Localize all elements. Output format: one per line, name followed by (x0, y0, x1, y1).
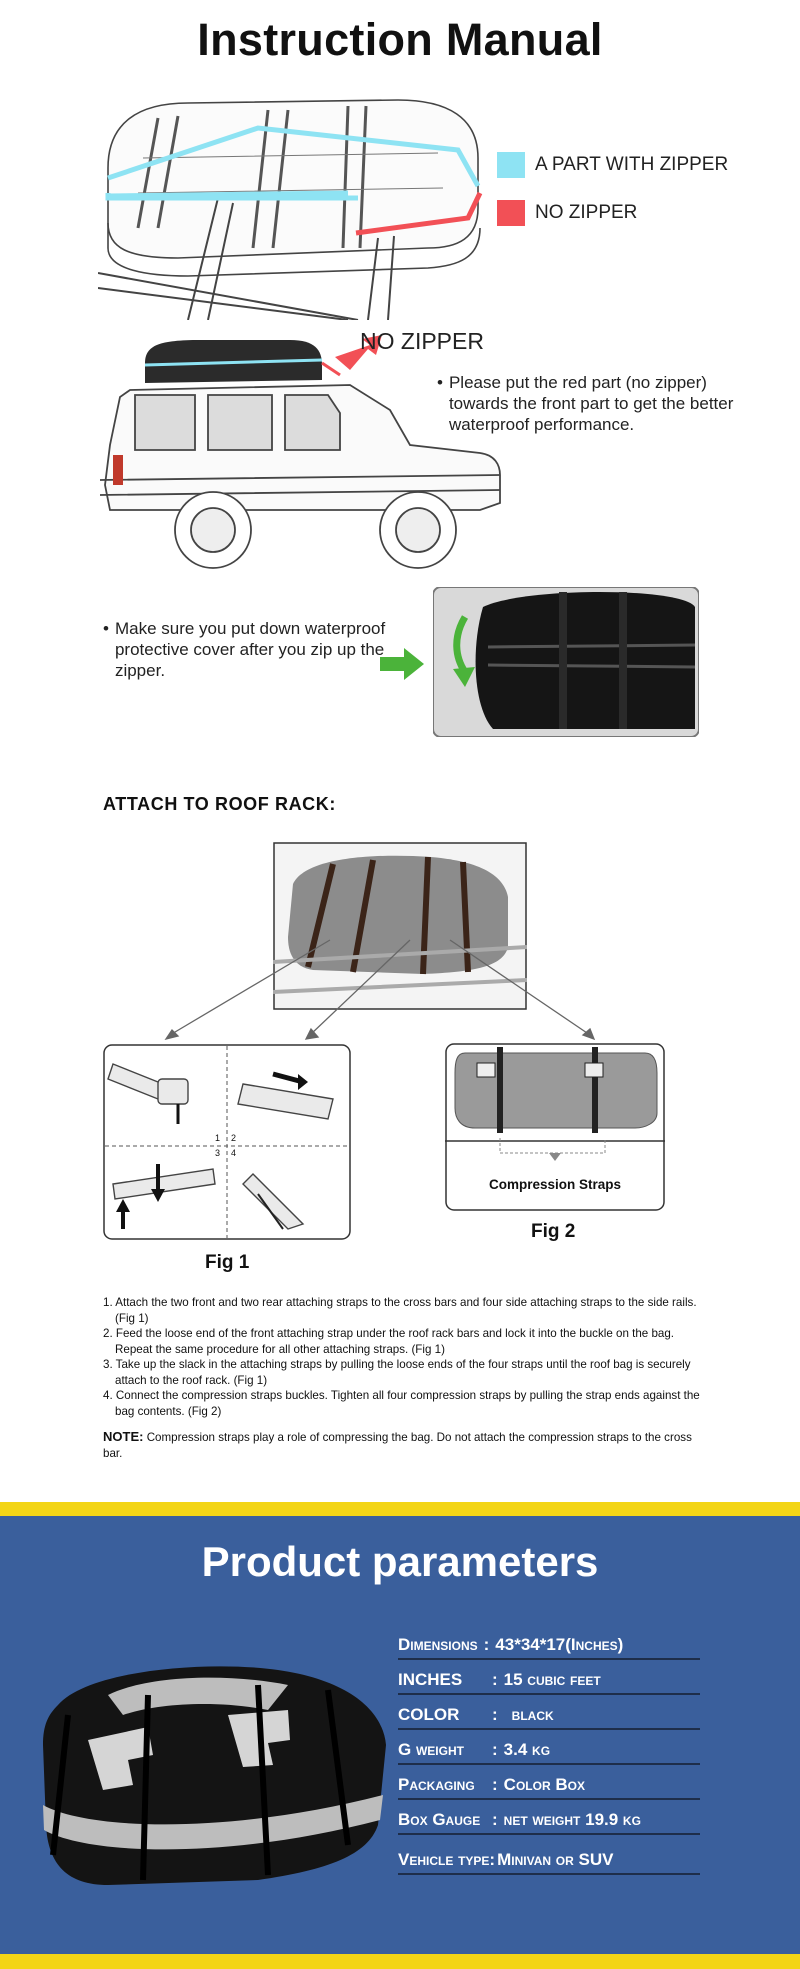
note-text: Compression straps play a role of compre… (103, 1431, 692, 1460)
param-value: Minivan or SUV (497, 1850, 614, 1869)
green-arrow-icon (380, 648, 424, 680)
page-title: Instruction Manual (197, 14, 603, 65)
legend-zipper-label: A PART WITH ZIPPER (535, 154, 729, 175)
zipper-color-swatch (497, 152, 525, 178)
param-key: INCHES (398, 1670, 463, 1689)
param-key: Dimensions (398, 1635, 478, 1654)
param-key: G weight (398, 1740, 464, 1759)
param-value: black (511, 1705, 554, 1724)
param-sep: : (492, 1775, 498, 1794)
param-value: 3.4 kg (503, 1740, 551, 1759)
roof-bag-zipper-illustration (98, 99, 483, 320)
red-arrow-icon (335, 335, 382, 370)
tip-cover-text: Make sure you put down waterproof protec… (114, 619, 386, 680)
tip-red-part-text: Please put the red part (no zipper) towa… (448, 373, 734, 434)
param-sep: : (492, 1705, 498, 1724)
protective-cover-photo (433, 587, 699, 737)
param-key: Packaging (398, 1775, 475, 1794)
step-1-label: 1 (215, 1133, 220, 1143)
param-value: 15 cubic feet (503, 1670, 601, 1689)
no-zipper-color-swatch (497, 200, 525, 226)
instruction-step: 4. Connect the compression straps buckle… (103, 1389, 700, 1418)
step-3-label: 3 (215, 1148, 220, 1158)
attach-heading: ATTACH TO ROOF RACK: (103, 794, 336, 814)
bullet-icon: • (437, 373, 443, 392)
param-row-packaging: Packaging: Color Box (398, 1767, 700, 1800)
param-row-inches: INCHES:15 cubic feet (398, 1662, 700, 1695)
instruction-step: 1. Attach the two front and two rear att… (103, 1296, 697, 1325)
param-sep: : (492, 1670, 498, 1689)
legend-zipper: A PART WITH ZIPPER (497, 152, 728, 178)
yellow-stripe-bottom (0, 1954, 800, 1969)
fig1-label: Fig 1 (205, 1252, 250, 1273)
compression-straps-label: Compression Straps (488, 1177, 622, 1192)
fig2-illustration (445, 1043, 665, 1211)
connector-arrows (164, 939, 596, 1041)
param-sep: : (483, 1635, 490, 1654)
param-row-color: COLOR: black (398, 1697, 700, 1730)
bullet-icon: • (103, 619, 109, 638)
suv-with-roof-bag-illustration (100, 335, 501, 569)
param-sep: : (489, 1850, 496, 1869)
note-label: NOTE: (103, 1429, 144, 1444)
param-value: 43*34*17(Inches) (495, 1635, 624, 1654)
param-key: Box Gauge (398, 1810, 481, 1829)
param-key: COLOR (398, 1705, 460, 1724)
roof-bag-product-photo (43, 1666, 386, 1885)
note: NOTE: Compression straps play a role of … (103, 1429, 703, 1461)
no-zipper-callout: NO ZIPPER (360, 328, 484, 354)
param-row-vehicle-type: Vehicle type:Minivan or SUV (398, 1842, 700, 1875)
yellow-stripe-top (0, 1502, 800, 1516)
step-4-label: 4 (231, 1148, 236, 1158)
param-key: Vehicle type (398, 1850, 490, 1869)
parameters-title: Product parameters (201, 1538, 599, 1585)
instructions-block: 1. Attach the two front and two rear att… (103, 1295, 703, 1461)
instruction-step: 3. Take up the slack in the attaching st… (103, 1358, 691, 1387)
instruction-step: 2. Feed the loose end of the front attac… (103, 1327, 675, 1356)
roof-rack-main-photo (273, 842, 527, 1010)
step-2-label: 2 (231, 1133, 236, 1143)
tip-cover: • Make sure you put down waterproof prot… (103, 618, 403, 681)
legend-no-zipper-label: NO ZIPPER (535, 202, 638, 223)
param-sep: : (492, 1810, 498, 1829)
instruction-list: 1. Attach the two front and two rear att… (103, 1295, 703, 1419)
param-value: Color Box (503, 1775, 585, 1794)
param-row-g-weight: G weight:3.4 kg (398, 1732, 700, 1765)
tip-red-part: • Please put the red part (no zipper) to… (437, 372, 737, 435)
param-row-dimensions: Dimensions:43*34*17(Inches) (398, 1627, 700, 1660)
param-row-box-gauge: Box Gauge: net weight 19.9 kg (398, 1802, 700, 1835)
param-sep: : (492, 1740, 498, 1759)
fig1-illustration: 1 2 3 4 (103, 1044, 351, 1240)
fig2-label: Fig 2 (531, 1221, 576, 1242)
legend-no-zipper: NO ZIPPER (497, 200, 637, 226)
param-value: net weight 19.9 kg (503, 1810, 641, 1829)
